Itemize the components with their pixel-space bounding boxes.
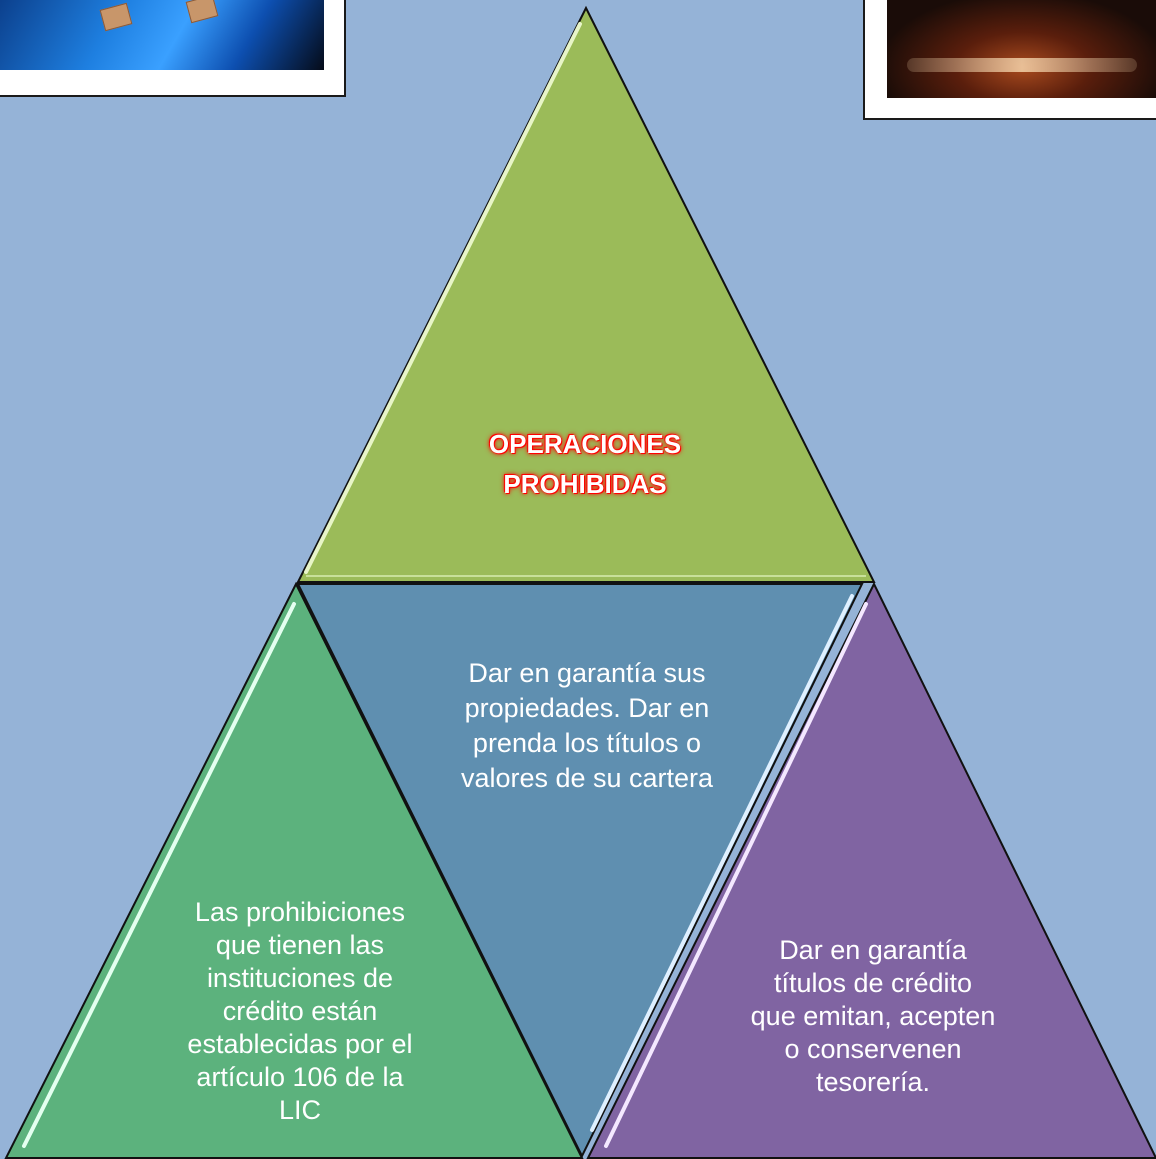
text-line: Las prohibiciones <box>194 897 406 927</box>
text-line: prenda los títulos o <box>472 728 702 759</box>
right-triangle-text: Dar en garantía títulos de crédito que e… <box>722 934 1024 1099</box>
right-highlight <box>604 602 868 1148</box>
text-line: LIC <box>278 1094 322 1125</box>
right-triangle <box>586 581 1156 1159</box>
text-line: instituciones de <box>206 962 394 993</box>
card-closeup-image <box>887 0 1156 98</box>
card-chip-icon <box>99 2 133 32</box>
credit-card-image <box>0 0 324 70</box>
card-chip-icon <box>185 0 219 24</box>
title-line-2: PROHIBIDAS <box>503 469 667 500</box>
left-highlight <box>22 602 296 1148</box>
text-line: crédito están <box>222 995 378 1026</box>
title-line-1: OPERACIONES <box>488 429 682 459</box>
text-line: Dar en garantía sus <box>468 658 706 688</box>
light-glow <box>907 58 1137 72</box>
text-line: establecidas por el <box>187 1028 413 1059</box>
credit-card-photo <box>0 0 346 97</box>
text-line: Dar en garantía <box>779 935 967 965</box>
left-triangle-text: Las prohibiciones que tienen las institu… <box>162 896 438 1127</box>
text-line: títulos de crédito <box>773 967 973 998</box>
center-triangle-text: Dar en garantía sus propiedades. Dar en … <box>442 656 732 796</box>
top-triangle <box>296 5 876 583</box>
diagram-title: OPERACIONES PROHIBIDAS <box>413 424 757 505</box>
text-line: tesorería. <box>815 1066 931 1097</box>
text-line: que tienen las <box>215 929 385 960</box>
text-line: o conservenen <box>784 1033 962 1064</box>
top-highlight <box>304 22 582 574</box>
center-inverted-triangle <box>296 583 864 1159</box>
text-line: propiedades. Dar en <box>464 693 710 724</box>
left-triangle <box>4 581 584 1159</box>
card-closeup-photo <box>863 0 1156 120</box>
text-line: artículo 106 de la <box>196 1061 404 1092</box>
center-highlight <box>590 594 854 1132</box>
text-line: valores de su cartera <box>460 763 714 794</box>
text-line: que emitan, acepten <box>750 1000 996 1031</box>
